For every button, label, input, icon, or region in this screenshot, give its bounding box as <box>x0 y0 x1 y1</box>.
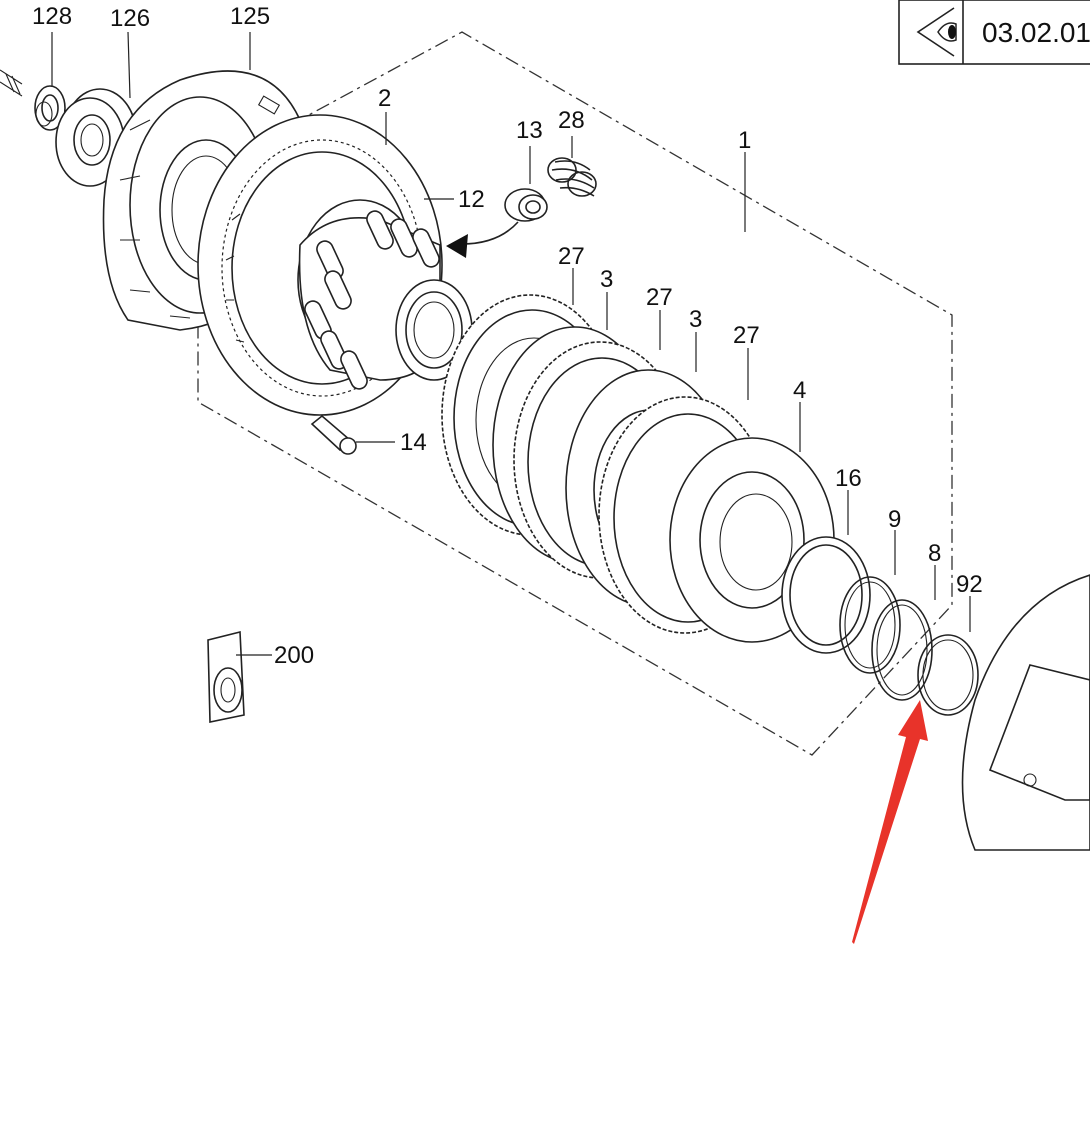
leader-lines <box>51 31 971 656</box>
label-16[interactable]: 16 <box>835 465 862 492</box>
part-92-snap-ring[interactable] <box>917 634 979 716</box>
part-8-ring <box>871 599 933 701</box>
highlight-arrow-icon <box>852 700 928 944</box>
label-2[interactable]: 2 <box>378 85 391 112</box>
label-14[interactable]: 14 <box>400 429 427 456</box>
part-labels: 128 126 125 2 13 28 1 12 27 3 27 3 27 4 … <box>32 3 983 669</box>
label-9[interactable]: 9 <box>888 506 901 533</box>
part-16-ring <box>781 536 871 654</box>
eye-icon <box>916 7 957 57</box>
label-27c[interactable]: 27 <box>733 322 760 349</box>
part-14-pin <box>310 414 357 455</box>
label-28[interactable]: 28 <box>558 107 585 134</box>
part-13-sleeve <box>504 188 548 222</box>
part-2-gear-hub <box>197 114 473 416</box>
label-200[interactable]: 200 <box>274 642 314 669</box>
part-200-reference <box>207 630 245 723</box>
reference-number: 03.02.01 <box>982 17 1090 48</box>
label-8[interactable]: 8 <box>928 540 941 567</box>
label-128[interactable]: 128 <box>32 3 72 30</box>
label-27b[interactable]: 27 <box>646 284 673 311</box>
label-13[interactable]: 13 <box>516 117 543 144</box>
label-126[interactable]: 126 <box>110 5 150 32</box>
end-cover <box>961 574 1090 851</box>
part-128-shaft-seal <box>0 69 66 131</box>
label-1[interactable]: 1 <box>738 127 751 154</box>
label-3a[interactable]: 3 <box>600 266 613 293</box>
assembly-arrow-icon <box>446 221 519 258</box>
label-4[interactable]: 4 <box>793 377 806 404</box>
assembly-boundary <box>197 31 953 756</box>
part-28-spring <box>547 157 597 197</box>
label-92[interactable]: 92 <box>956 571 983 598</box>
part-9-ring <box>839 576 901 674</box>
reference-header[interactable]: 03.02.01 <box>898 0 1090 65</box>
label-3b[interactable]: 3 <box>689 306 702 333</box>
label-12[interactable]: 12 <box>458 186 485 213</box>
label-27a[interactable]: 27 <box>558 243 585 270</box>
label-125[interactable]: 125 <box>230 3 270 30</box>
